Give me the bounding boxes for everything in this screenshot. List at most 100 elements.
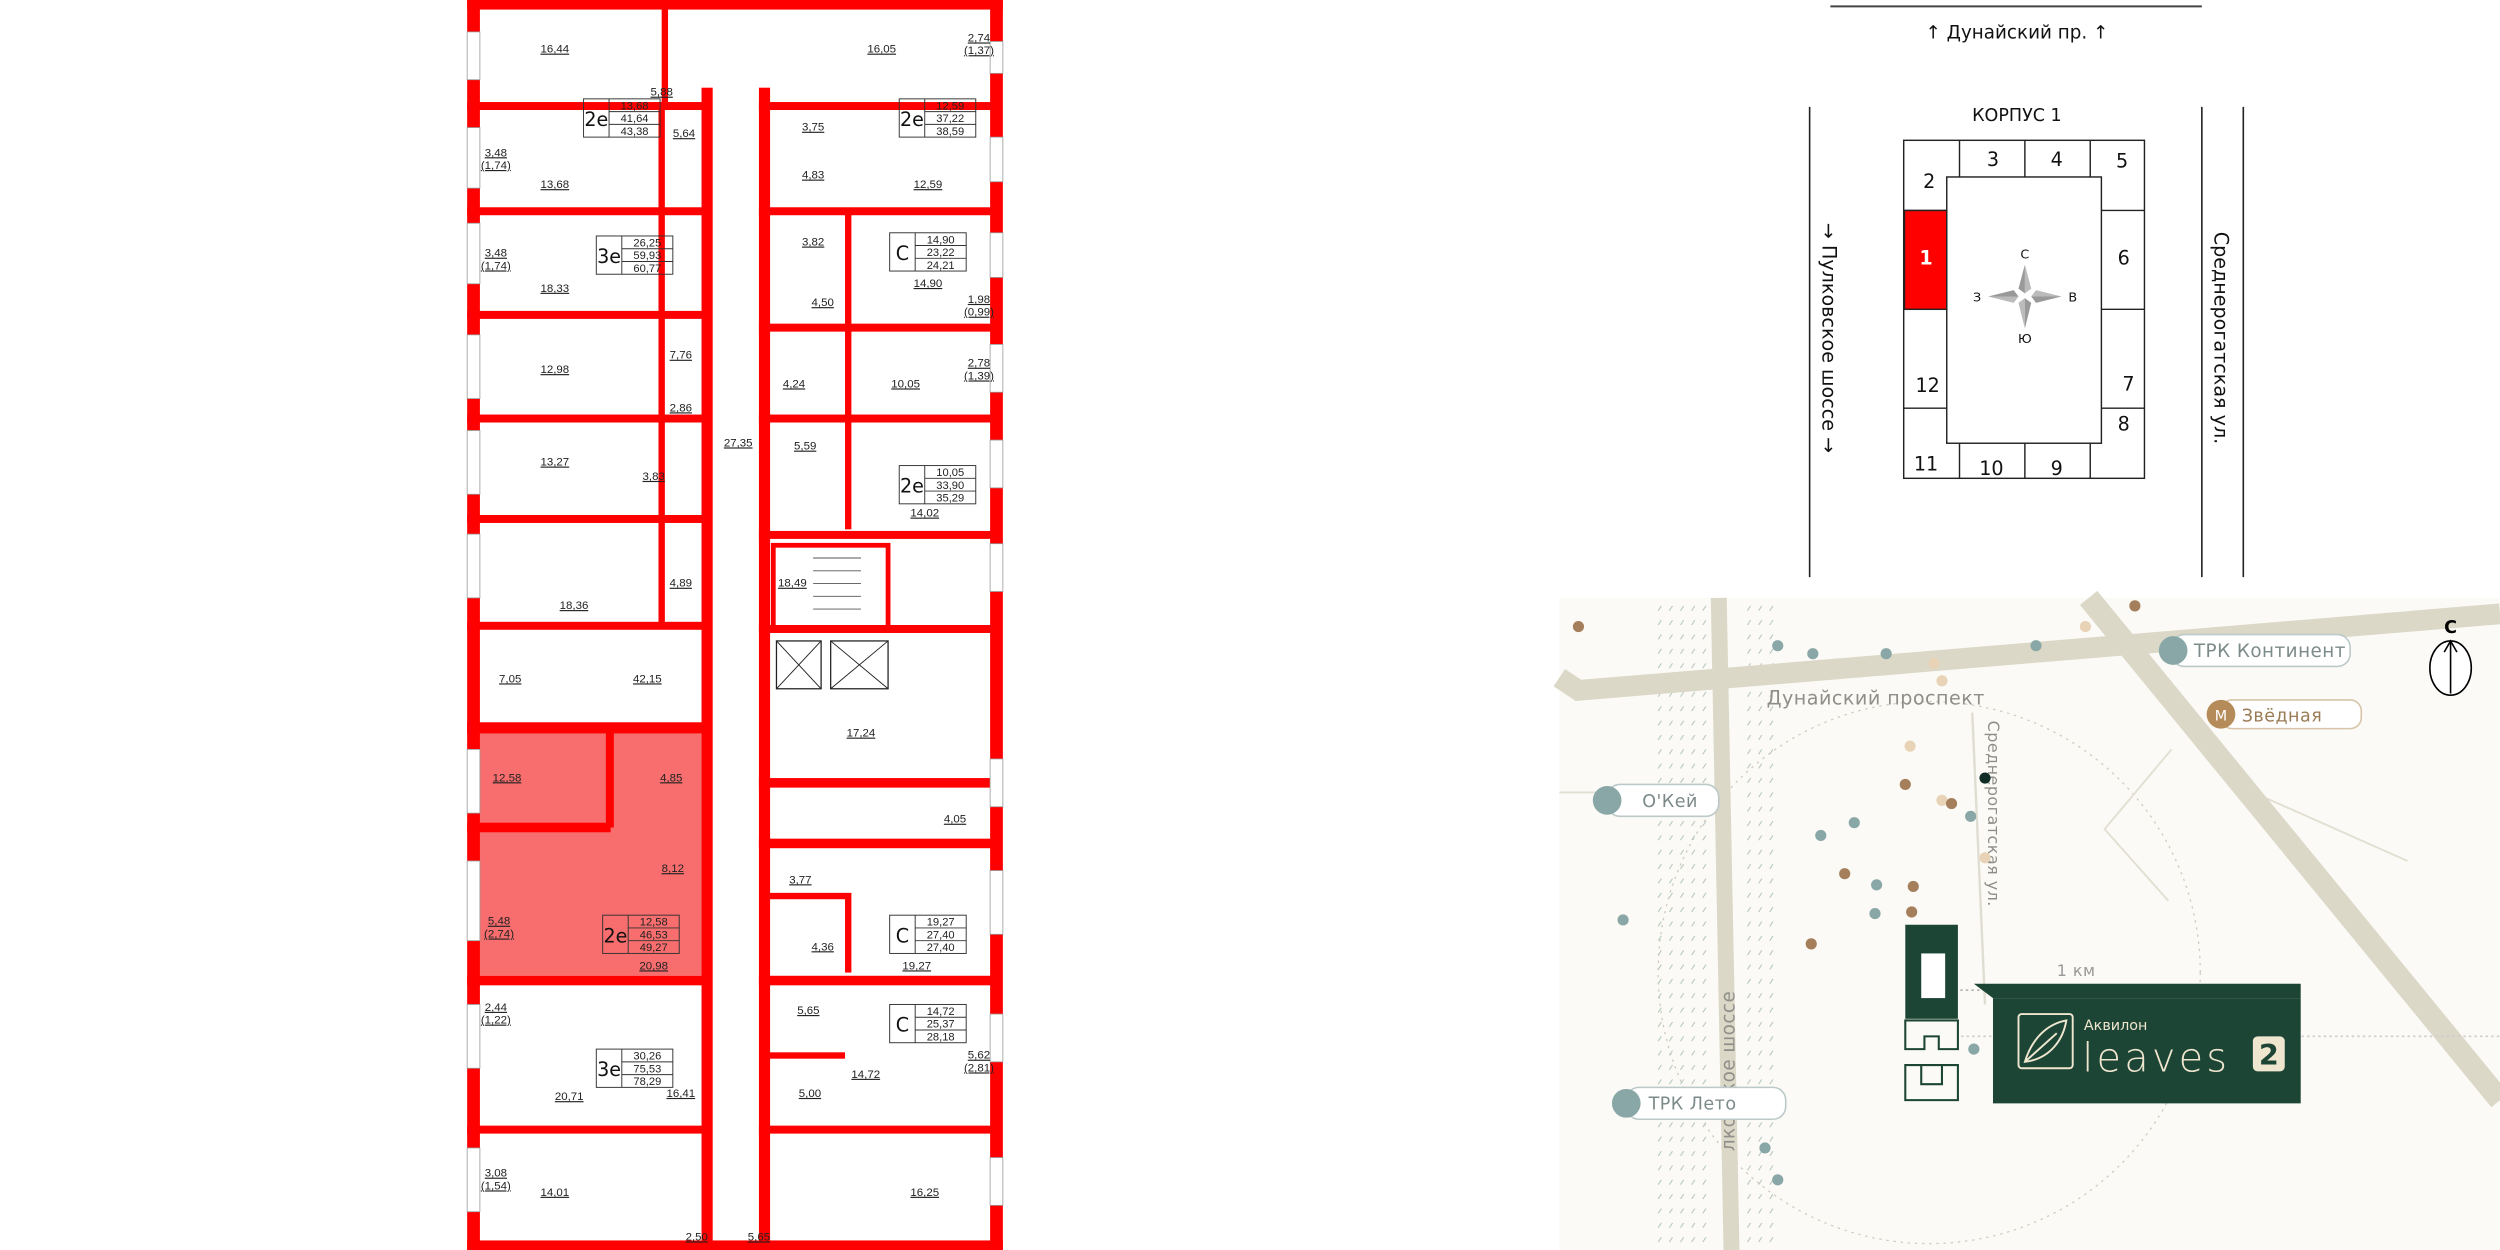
hatch-mark [1769,1064,1774,1071]
hatch-mark [1691,1222,1696,1228]
svg-text:ТРК Лето: ТРК Лето [1648,1095,1737,1115]
poi-trk-leto[interactable]: ТРК Лето [1611,1086,1787,1121]
section-5[interactable]: 5 [2116,149,2128,172]
hatch-mark [1691,720,1696,726]
wall [758,530,1002,539]
hatch-mark [1758,634,1763,640]
svg-text:5,48: 5,48 [488,916,510,928]
hatch-mark [1758,1136,1763,1142]
poi-okey[interactable]: О'Кей [1592,783,1720,818]
hatch-mark [1702,1208,1707,1214]
hatch-mark [1758,820,1763,827]
wall [661,0,669,103]
room-area-label: 20,71 [555,1091,584,1103]
hatch-mark [1691,1021,1696,1028]
hatch-mark [1746,1222,1752,1228]
window [466,222,481,285]
hatch-mark [1769,749,1774,755]
hatch-mark [1680,1050,1685,1056]
poi-trk-kontinent[interactable]: ТРК Континент [2158,633,2351,668]
hatch-mark [1680,734,1685,741]
map-marker [1772,1174,1784,1186]
hatch-mark [1702,1136,1707,1142]
hatch-mark [1746,1193,1752,1200]
hatch-mark [1680,992,1685,999]
distance-label: 1 км [2057,961,2096,980]
room-area-label: 5,00 [799,1088,821,1100]
wall [758,778,1002,788]
hatch-mark [1657,1136,1662,1142]
section-8[interactable]: 8 [2118,412,2130,435]
svg-text:2,78: 2,78 [968,358,990,370]
hatch-mark [1746,619,1752,626]
hatch-mark [1746,1079,1752,1085]
hatch-mark [1680,1036,1685,1042]
hatch-mark [1758,1122,1763,1128]
hatch-mark [1769,835,1774,841]
road-diagonal [2080,590,2500,1108]
map-marker [2079,621,2092,633]
section-9[interactable]: 9 [2051,457,2063,480]
hatch-mark [1668,1007,1673,1013]
section-6[interactable]: 6 [2118,247,2130,270]
section-7[interactable]: 7 [2122,373,2134,396]
hatch-mark [1657,777,1662,784]
hatch-mark [1746,792,1752,798]
svg-text:(1,74): (1,74) [481,160,511,172]
balcony-label: 5,62(2,81) [964,1050,994,1075]
hatch-mark [1746,935,1752,941]
hatch-mark [1680,978,1685,985]
section-2[interactable]: 2 [1923,170,1935,193]
top-street-label: ↑ Дунайский пр. ↑ [1925,22,2108,43]
svg-text:5,62: 5,62 [968,1050,990,1062]
road-label-dunaisky: Дунайский проспект [1767,687,1985,710]
section-12[interactable]: 12 [1915,374,1939,397]
room-area-label: 18,36 [560,600,589,612]
svg-text:3,48: 3,48 [485,248,507,260]
hatch-mark [1702,1179,1707,1185]
selected-apartment-fill[interactable] [478,731,702,976]
arrow-up-icon: ↑ [2087,22,2108,43]
hatch-mark [1691,1165,1696,1171]
compass-west: З [1973,290,1981,305]
apartment-area: 37,22 [936,113,964,125]
section-1[interactable]: 1 [1919,247,1932,270]
hatch-mark [1668,1179,1673,1185]
window [989,439,1004,489]
wall [467,975,712,986]
section-4[interactable]: 4 [2051,148,2063,171]
apartment-area: 43,38 [621,126,649,138]
hatch-mark [1702,949,1707,956]
hatch-mark [1746,1122,1752,1128]
hatch-mark [1691,1064,1696,1071]
hatch-mark [1758,878,1763,884]
metro-zvezdnaya[interactable]: М Звёдная [2206,699,2363,730]
svg-text:(1,39): (1,39) [964,370,994,382]
hatch-mark [1691,863,1696,870]
windows [466,31,1004,1213]
hatch-mark [1657,1150,1662,1157]
section-11[interactable]: 11 [1914,452,1938,475]
hatch-mark [1702,835,1707,841]
hatch-mark [1680,1179,1685,1185]
section-10[interactable]: 10 [1979,457,2003,480]
selected-section[interactable] [1903,209,1948,311]
wall [467,207,712,216]
window [989,343,1004,393]
hatch-mark [1746,1064,1752,1071]
section-3[interactable]: 3 [1987,148,1999,171]
project-building[interactable] [1904,924,1959,1102]
hatch-mark [1702,849,1707,855]
hatch-mark [1769,806,1774,812]
hatch-mark [1657,662,1662,669]
hatch-mark [1668,935,1673,941]
